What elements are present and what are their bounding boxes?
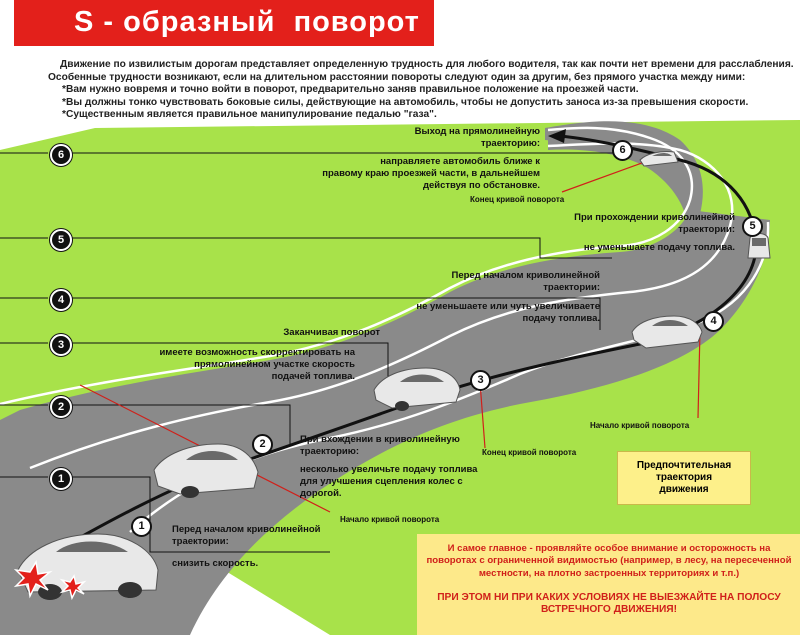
step-badge-3: 3 <box>50 334 72 356</box>
step-4-heading: Перед началом криволинейной траектории: <box>451 270 600 293</box>
title-banner: S - образный поворот <box>14 0 434 46</box>
step-5-action: не уменьшаете подачу топлива. <box>583 242 735 253</box>
trajectory-legend-label: Предпочтительная траектория движения <box>636 460 732 495</box>
car-2 <box>153 443 259 498</box>
intro-line: *Вам нужно вовремя и точно войти в повор… <box>62 84 639 96</box>
intro-line: Особенные трудности возникают, если на д… <box>48 71 746 83</box>
road-badge-5: 5 <box>742 216 763 237</box>
end-curve-mid-label: Конец кривой поворота <box>482 448 577 457</box>
road-centre-line <box>29 142 734 470</box>
step-6-heading: Выход на прямолинейную траекторию: <box>414 126 540 149</box>
car-5 <box>747 233 771 259</box>
step-1-action: снизить скорость. <box>172 558 259 569</box>
car-4 <box>631 315 703 349</box>
trajectory-legend: Предпочтительная траектория движения <box>617 451 751 505</box>
step-4-action: не уменьшаете или чуть увеличиваете пода… <box>416 301 600 324</box>
crash-star <box>13 559 87 601</box>
step-5-heading: При прохождении криволинейной траектории… <box>574 212 735 235</box>
step-2-action: несколько увеличьте подачу топлива для у… <box>300 464 478 499</box>
step-2-heading: При вхождении в криволинейную траекторию… <box>300 434 460 457</box>
road-badge-6: 6 <box>612 140 633 161</box>
leader-line-2 <box>0 404 291 445</box>
road-edge-outer <box>0 126 694 406</box>
step-1-heading: Перед началом криволинейной траектории: <box>172 524 321 547</box>
intro-line: *Существенным является правильное манипу… <box>62 109 437 121</box>
warning-caps-text: ПРИ ЭТОМ НИ ПРИ КАКИХ УСЛОВИЯХ НЕ ВЫЕЗЖА… <box>437 592 781 616</box>
road-badge-1: 1 <box>131 516 152 537</box>
start-curve-right-label: Начало кривой поворота <box>590 421 690 430</box>
leader-line-1 <box>0 476 330 553</box>
warning-box: И самое главное - проявляйте особое вним… <box>417 534 800 635</box>
step-badge-6: 6 <box>50 144 72 166</box>
road-lower-band <box>0 210 770 635</box>
marker-end-curve-mid <box>479 381 486 449</box>
intro-line: *Вы должны тонко чувствовать боковые сил… <box>62 96 749 108</box>
leader-line-3 <box>0 342 389 390</box>
leader-line-5 <box>0 237 612 259</box>
warning-main-text: И самое главное - проявляйте особое вним… <box>426 543 792 579</box>
marker-start-curve-right <box>697 329 701 419</box>
page-title: S - образный поворот <box>74 6 420 38</box>
trajectory-arrow-head <box>548 129 566 143</box>
end-curve-top-label: Конец кривой поворота <box>470 195 565 204</box>
step-badge-5: 5 <box>50 229 72 251</box>
start-curve-bottom-label: Начало кривой поворота <box>340 515 440 524</box>
step-badge-4: 4 <box>50 289 72 311</box>
step-3-action: имеете возможность скорректировать на пр… <box>159 347 355 382</box>
step-6-action: направляете автомобиль ближе к правому к… <box>322 156 540 191</box>
car-3 <box>373 367 461 411</box>
leader-lines <box>0 152 620 553</box>
step-3-heading: Заканчивая поворот <box>283 327 380 338</box>
step-badge-1: 1 <box>50 468 72 490</box>
road-badge-2: 2 <box>252 434 273 455</box>
intro-text: Движение по извилистым дорогам представл… <box>48 59 794 122</box>
road-badge-3: 3 <box>470 370 491 391</box>
step-badge-2: 2 <box>50 396 72 418</box>
leader-line-4 <box>0 297 601 330</box>
road-badge-4: 4 <box>703 311 724 332</box>
intro-line: Движение по извилистым дорогам представл… <box>60 59 794 70</box>
car-6 <box>639 151 679 167</box>
marker-end-curve-top <box>561 159 651 193</box>
